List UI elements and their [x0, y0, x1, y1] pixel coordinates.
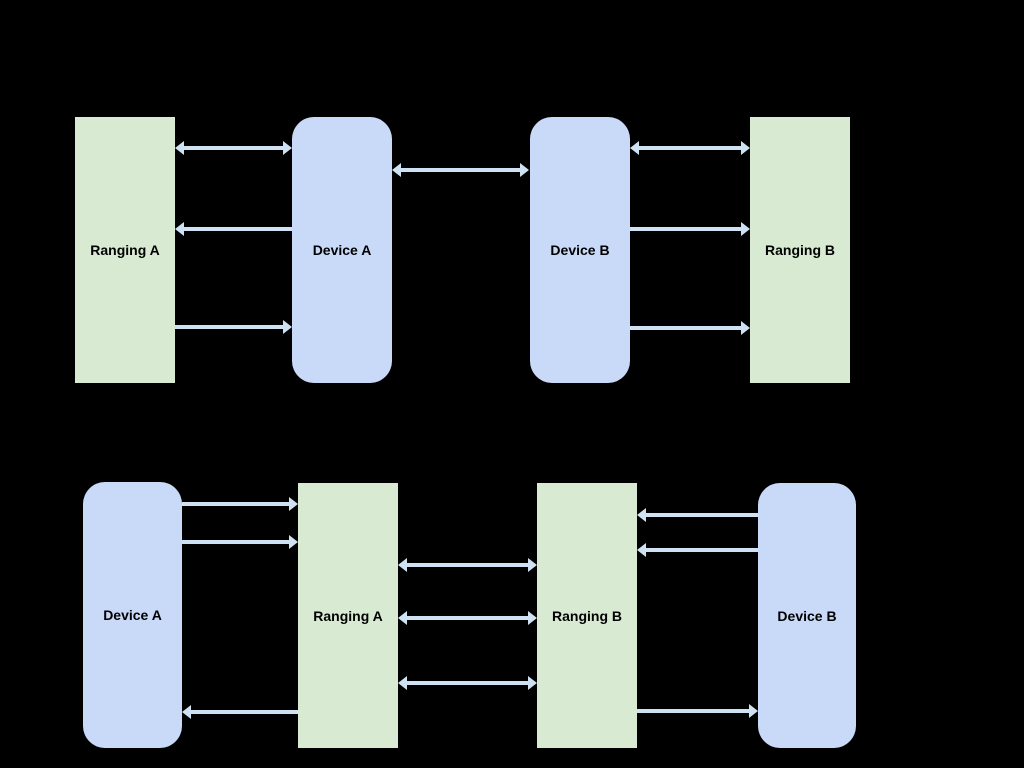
arrow-top-rangingA-deviceA-bidir-head-right-icon: [283, 141, 292, 155]
top-device-a-label: Device A: [312, 242, 372, 258]
arrow-bottom-rangingA-rangingB-bidir-1-head-right-icon: [528, 558, 537, 572]
arrow-bottom-deviceB-to-rangingB-2: [645, 548, 758, 552]
bottom-ranging-b-box: Ranging B: [537, 483, 637, 748]
arrow-bottom-deviceB-to-rangingB-1-head-left-icon: [637, 508, 646, 522]
arrow-top-deviceA-to-rangingA-head-left-icon: [175, 222, 184, 236]
bottom-ranging-b-label: Ranging B: [552, 607, 622, 624]
arrow-bottom-rangingA-rangingB-bidir-3-head-right-icon: [528, 676, 537, 690]
arrow-top-deviceA-deviceB-bidir-head-left-icon: [392, 163, 401, 177]
arrow-bottom-rangingA-rangingB-bidir-2: [406, 616, 529, 620]
arrow-top-deviceB-rangingB-bidir-head-left-icon: [630, 141, 639, 155]
arrow-bottom-rangingA-to-deviceA: [190, 710, 298, 714]
arrow-bottom-rangingA-rangingB-bidir-1-head-left-icon: [398, 558, 407, 572]
arrow-bottom-deviceA-to-rangingA-1: [182, 502, 290, 506]
bottom-device-a-label: Device A: [103, 607, 162, 623]
bottom-ranging-a-label: Ranging A: [313, 607, 383, 624]
top-device-a-box: Device A: [292, 117, 392, 383]
arrow-bottom-rangingA-rangingB-bidir-2-head-left-icon: [398, 611, 407, 625]
arrow-bottom-rangingA-rangingB-bidir-3-head-left-icon: [398, 676, 407, 690]
arrow-top-deviceB-to-rangingB-2: [630, 326, 742, 330]
bottom-ranging-a-box: Ranging A: [298, 483, 398, 748]
arrow-top-deviceB-rangingB-bidir-head-right-icon: [741, 141, 750, 155]
arrow-top-deviceB-to-rangingB-1-head-right-icon: [741, 222, 750, 236]
arrow-bottom-rangingB-to-deviceB-head-right-icon: [749, 704, 758, 718]
top-ranging-a-box: Ranging A: [75, 117, 175, 383]
top-device-b-label: Device B: [550, 242, 610, 258]
arrow-bottom-rangingA-rangingB-bidir-2-head-right-icon: [528, 611, 537, 625]
bottom-device-b-box: Device B: [758, 483, 856, 748]
arrow-bottom-rangingB-to-deviceB: [637, 709, 750, 713]
arrow-top-rangingA-to-deviceA: [175, 325, 284, 329]
arrow-bottom-deviceA-to-rangingA-2: [182, 540, 290, 544]
arrow-bottom-deviceA-to-rangingA-1-head-right-icon: [289, 497, 298, 511]
arrow-top-deviceB-to-rangingB-1: [630, 227, 742, 231]
top-ranging-b-box: Ranging B: [750, 117, 850, 383]
bottom-device-a-box: Device A: [83, 482, 182, 748]
bottom-device-b-label: Device B: [777, 607, 837, 624]
arrow-top-rangingA-deviceA-bidir-head-left-icon: [175, 141, 184, 155]
arrow-top-rangingA-to-deviceA-head-right-icon: [283, 320, 292, 334]
arrow-bottom-deviceB-to-rangingB-1: [645, 513, 758, 517]
arrow-bottom-rangingA-to-deviceA-head-left-icon: [182, 705, 191, 719]
top-ranging-b-label: Ranging B: [765, 242, 835, 258]
arrow-top-deviceB-rangingB-bidir: [638, 146, 742, 150]
arrow-top-deviceA-deviceB-bidir-head-right-icon: [520, 163, 529, 177]
arrow-top-rangingA-deviceA-bidir: [183, 146, 284, 150]
arrow-top-deviceA-deviceB-bidir: [400, 168, 521, 172]
arrow-top-deviceB-to-rangingB-2-head-right-icon: [741, 321, 750, 335]
top-ranging-a-label: Ranging A: [90, 242, 160, 258]
arrow-bottom-deviceA-to-rangingA-2-head-right-icon: [289, 535, 298, 549]
arrow-bottom-deviceB-to-rangingB-2-head-left-icon: [637, 543, 646, 557]
arrow-top-deviceA-to-rangingA: [183, 227, 292, 231]
arrow-bottom-rangingA-rangingB-bidir-1: [406, 563, 529, 567]
arrow-bottom-rangingA-rangingB-bidir-3: [406, 681, 529, 685]
top-device-b-box: Device B: [530, 117, 630, 383]
